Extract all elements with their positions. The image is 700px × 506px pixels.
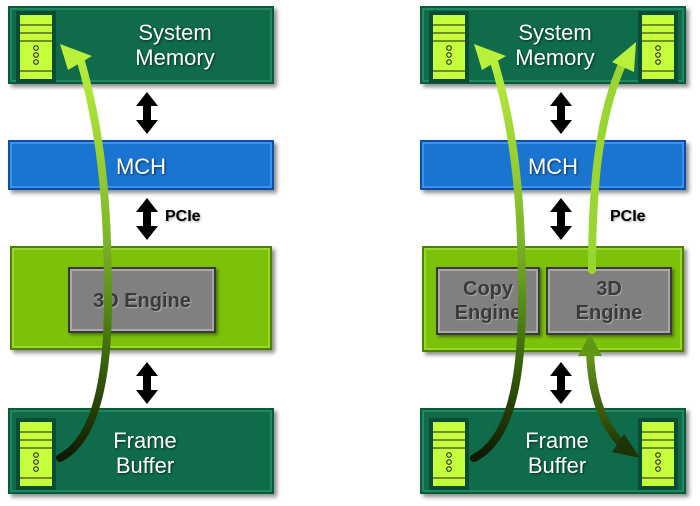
right-gpu-box: Copy Engine 3D Engine (422, 246, 684, 352)
right-3d-engine-box: 3D Engine (546, 267, 672, 335)
left-sysmem-chip-icon (16, 11, 56, 83)
right-gpu-fb-double-arrow-icon (550, 362, 572, 404)
left-3d-engine-label: 3D Engine (93, 290, 191, 312)
left-mch-label: MCH (115, 154, 167, 179)
right-mch-gpu-double-arrow-icon (550, 198, 572, 240)
right-framebuffer-chip-right-icon (638, 418, 678, 490)
left-pcie-label: PCIe (165, 208, 201, 225)
right-sysmem-chip-right-icon (638, 11, 678, 83)
left-framebuffer-chip-icon (16, 418, 56, 490)
right-pcie-label: PCIe (610, 208, 646, 225)
left-gpu-box: 3D Engine (10, 246, 272, 350)
left-3d-engine-box: 3D Engine (68, 267, 216, 333)
left-sysmem-mch-double-arrow-icon (136, 92, 158, 134)
right-framebuffer-chip-left-icon (429, 418, 469, 490)
right-mch-box: MCH (420, 140, 686, 190)
left-frame-buffer-label: Frame Buffer (113, 428, 177, 478)
left-mch-box: MCH (8, 140, 274, 190)
left-system-memory-label: System Memory (135, 20, 215, 70)
right-3d-engine-label: 3D Engine (575, 278, 643, 324)
right-copy-engine-box: Copy Engine (436, 267, 540, 335)
right-mch-label: MCH (527, 154, 579, 179)
right-sysmem-chip-left-icon (429, 11, 469, 83)
right-system-memory-label: System Memory (515, 20, 595, 70)
right-copy-engine-label: Copy Engine (454, 278, 522, 324)
left-gpu-fb-double-arrow-icon (136, 362, 158, 404)
right-frame-buffer-label: Frame Buffer (525, 428, 589, 478)
left-mch-gpu-double-arrow-icon (136, 198, 158, 240)
right-sysmem-mch-double-arrow-icon (550, 92, 572, 134)
